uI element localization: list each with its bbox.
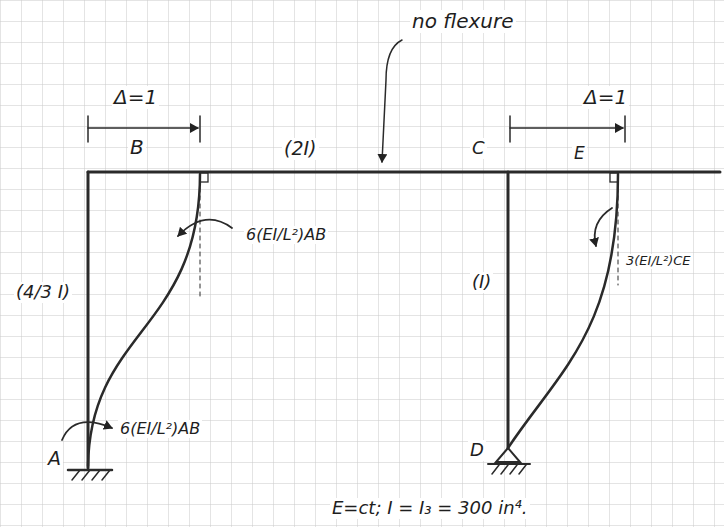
- deflected-shape: [508, 174, 618, 448]
- moment-arrow: [178, 220, 232, 236]
- reference-line: [200, 172, 201, 300]
- dimension-arrow: [88, 127, 198, 129]
- joint-letter: D: [468, 440, 486, 461]
- right-angle-mark: [610, 173, 618, 182]
- dimension-arrow: [510, 127, 623, 129]
- moment-label: 3(EI/L²)CE: [624, 254, 693, 269]
- column-cd: [507, 172, 510, 448]
- beam: [88, 171, 720, 174]
- joint-letter: E: [572, 144, 587, 164]
- member-property: (I): [470, 272, 493, 293]
- support-base: [488, 463, 530, 465]
- moment-label: 6(EI/L²)AB: [244, 226, 328, 244]
- column-ab: [87, 172, 90, 468]
- displacement-label: Δ=1: [582, 86, 629, 109]
- pin-support: [496, 448, 520, 462]
- note-text: no flexure: [410, 10, 516, 33]
- joint-letter: B: [128, 136, 146, 159]
- joint-letter: C: [470, 138, 487, 159]
- right-angle-mark: [200, 173, 208, 182]
- dimension-tick: [510, 116, 625, 142]
- displacement-label: Δ=1: [112, 86, 159, 109]
- moment-label: 6(EI/L²)AB: [118, 420, 202, 438]
- reference-line: [618, 172, 619, 285]
- support-hatch: [492, 465, 526, 474]
- leader-line: [382, 40, 402, 162]
- note-text: E=ct; I = I₃ = 300 in⁴.: [330, 498, 530, 519]
- member-property: (2I): [282, 138, 319, 160]
- moment-arrow: [595, 208, 612, 246]
- member-property: (4/3 I): [14, 282, 72, 303]
- moment-arrow: [62, 422, 112, 440]
- support-hatch: [72, 470, 110, 480]
- joint-letter: A: [46, 448, 63, 470]
